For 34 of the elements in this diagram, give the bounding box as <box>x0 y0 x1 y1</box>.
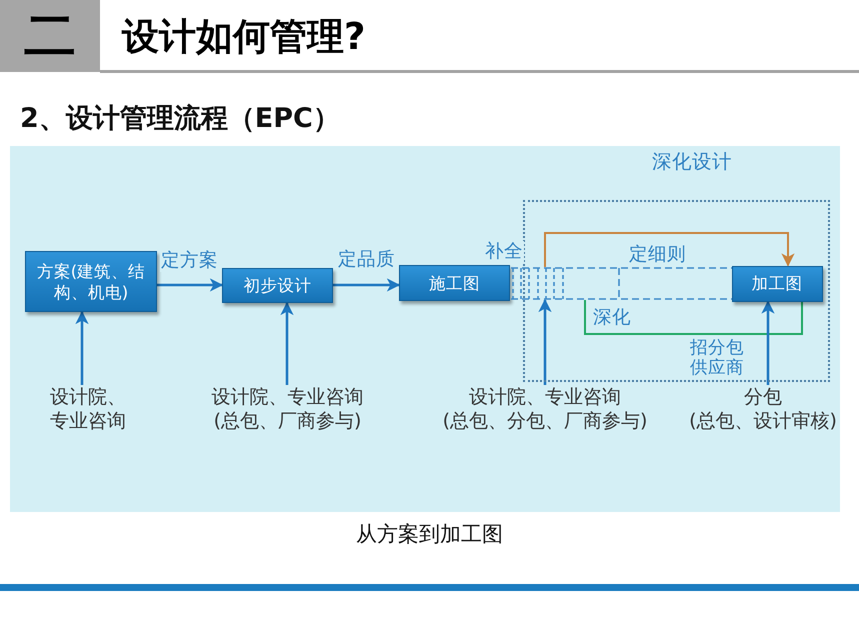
band-label: 定细则 <box>628 244 687 266</box>
note-text: 招分包供应商 <box>690 338 745 378</box>
note-text: 设计院、专业咨询 <box>49 385 127 433</box>
flow-arrow <box>157 279 222 291</box>
edge-label: 定方案 <box>160 250 219 272</box>
section-number: 二 <box>24 6 76 66</box>
box-label: 初步设计 <box>244 275 312 296</box>
note-text: 分包 <box>744 385 782 409</box>
section-tab <box>0 0 100 72</box>
box-label: 施工图 <box>429 272 480 294</box>
note-text: (总包、设计审核) <box>689 409 837 433</box>
flow-arrow <box>76 312 88 385</box>
flow-arrow <box>544 232 794 267</box>
slide-title: 设计如何管理? <box>122 14 366 60</box>
region-title: 深化设计 <box>652 150 732 174</box>
flow-arrow <box>281 302 293 385</box>
process-box <box>732 266 822 302</box>
note-text: 设计院、专业咨询 <box>212 385 364 409</box>
flow-arrow <box>762 301 774 385</box>
note-text: 设计院、专业咨询 <box>469 385 621 409</box>
note-text: (总包、分包、厂商参与) <box>442 409 648 433</box>
section-heading: 2、设计管理流程（EPC） <box>20 102 340 136</box>
box-label: 加工图 <box>752 273 802 294</box>
process-box <box>399 265 510 301</box>
flow-arrow <box>333 279 400 291</box>
flow-arrow <box>539 300 551 385</box>
box-label: 方案(建筑、结构、机电) <box>36 260 146 302</box>
connector-line <box>584 300 803 335</box>
figure-caption: 从方案到加工图 <box>356 521 503 547</box>
edge-label: 定品质 <box>337 249 396 271</box>
process-box <box>25 251 157 312</box>
edge-label: 补全 <box>484 241 524 263</box>
process-box <box>222 268 333 303</box>
note-text: (总包、厂商参与) <box>214 409 362 433</box>
